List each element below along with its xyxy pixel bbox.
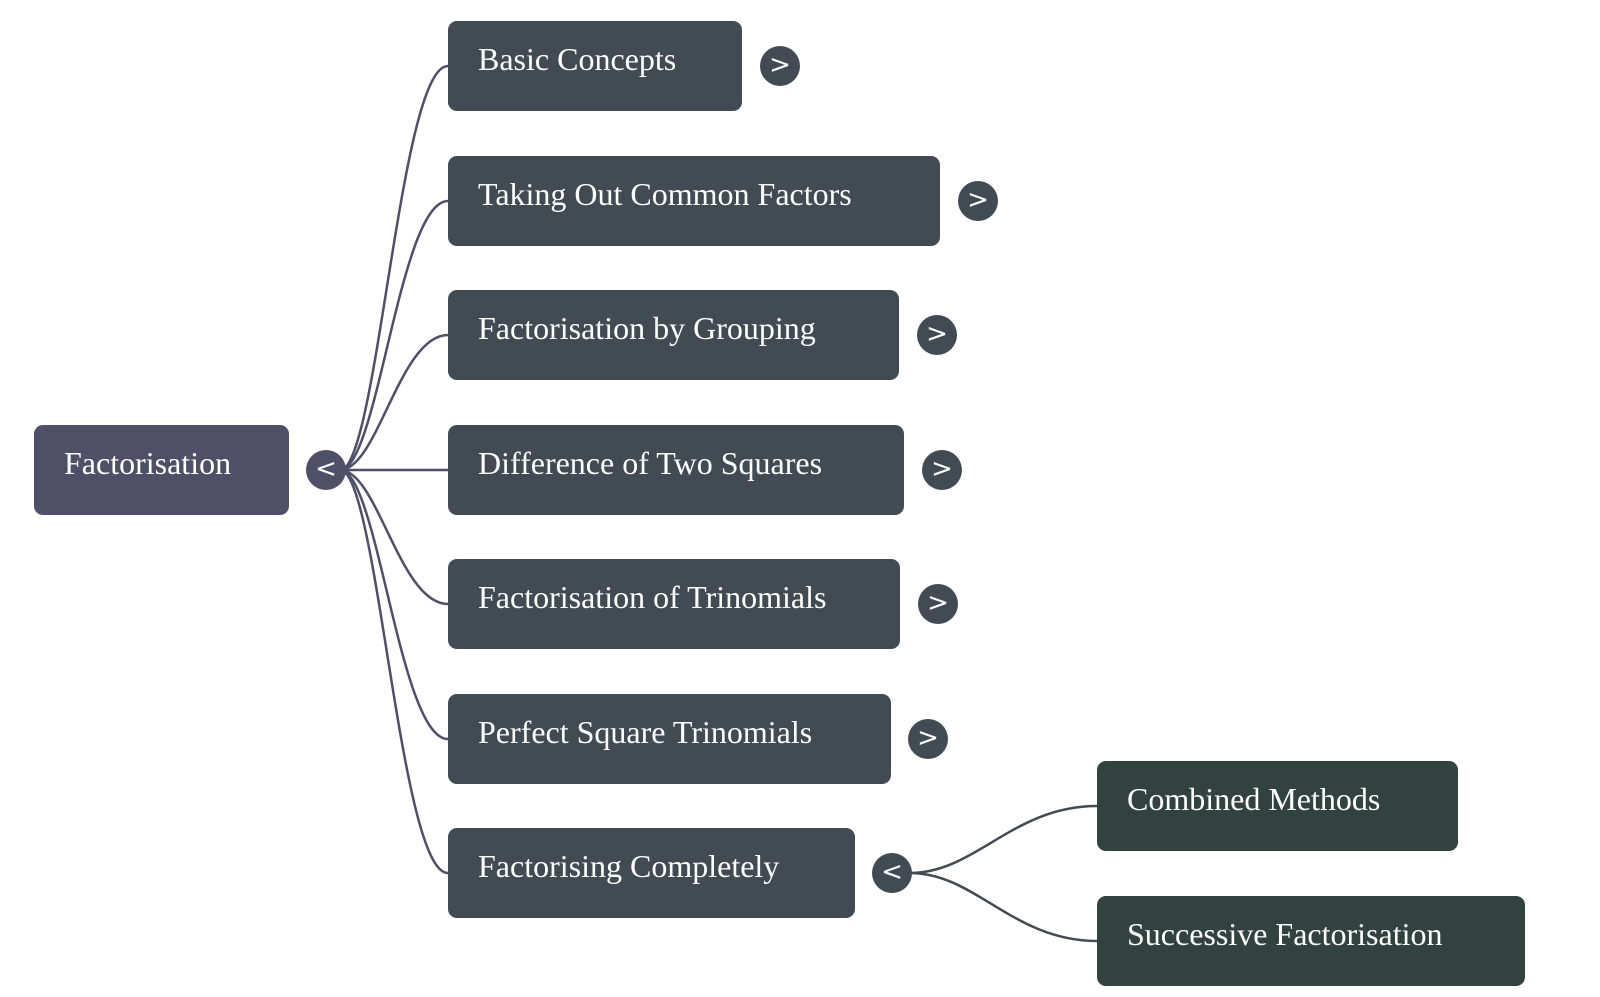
node-factorisation-by-grouping[interactable]: Factorisation by Grouping <box>448 290 899 380</box>
node-label: Taking Out Common Factors <box>478 176 852 212</box>
collapse-toggle-root[interactable]: < <box>306 450 346 490</box>
edge-root-child-2 <box>339 333 449 472</box>
root-node-label: Factorisation <box>64 445 232 481</box>
node-perfect-square-trinomials[interactable]: Perfect Square Trinomials <box>448 694 891 784</box>
expand-toggle-basic-concepts[interactable]: > <box>760 46 800 86</box>
node-label: Difference of Two Squares <box>478 445 823 481</box>
node-label: Successive Factorisation <box>1127 916 1443 952</box>
edge-root-child-1 <box>339 199 449 472</box>
expand-toggle-factorisation-of-trinomials[interactable]: > <box>918 584 958 624</box>
node-label: Factorising Completely <box>478 848 780 884</box>
node-factorisation-of-trinomials[interactable]: Factorisation of Trinomials <box>448 559 900 649</box>
collapse-toggle-factorising-completely[interactable]: < <box>872 853 912 893</box>
edge-root-child-0 <box>339 64 449 472</box>
root-node[interactable]: Factorisation <box>34 425 289 515</box>
node-label: Basic Concepts <box>478 41 677 77</box>
node-label: Combined Methods <box>1127 781 1381 817</box>
node-factorising-completely[interactable]: Factorising Completely <box>448 828 855 918</box>
node-combined-methods[interactable]: Combined Methods <box>1097 761 1458 851</box>
edge-root-child-5 <box>339 468 449 741</box>
edge-factorising-completely-child-0 <box>909 804 1098 875</box>
node-taking-out-common-factors[interactable]: Taking Out Common Factors <box>448 156 940 246</box>
node-successive-factorisation[interactable]: Successive Factorisation <box>1097 896 1525 986</box>
node-label: Factorisation of Trinomials <box>478 579 827 615</box>
edge-root-child-4 <box>339 468 449 606</box>
node-label: Perfect Square Trinomials <box>478 714 813 750</box>
expand-toggle-taking-out-common-factors[interactable]: > <box>958 181 998 221</box>
expand-toggle-factorisation-by-grouping[interactable]: > <box>917 315 957 355</box>
expand-toggle-perfect-square-trinomials[interactable]: > <box>908 719 948 759</box>
edge-root-child-6 <box>339 468 449 875</box>
node-label: Factorisation by Grouping <box>478 310 816 346</box>
edge-factorising-completely-child-1 <box>909 871 1098 943</box>
node-difference-of-two-squares[interactable]: Difference of Two Squares <box>448 425 904 515</box>
expand-toggle-difference-of-two-squares[interactable]: > <box>922 450 962 490</box>
node-basic-concepts[interactable]: Basic Concepts <box>448 21 742 111</box>
